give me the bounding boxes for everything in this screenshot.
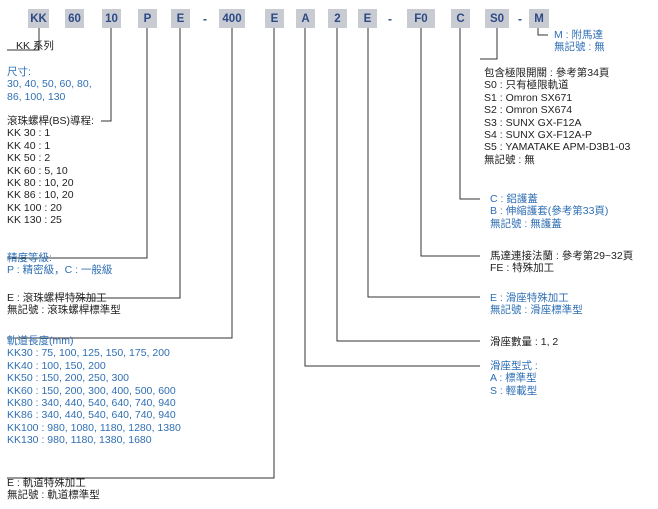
label-sensor-line: S5 : YAMATAKE APM-D3B1-03 (484, 141, 631, 154)
label-sensor-line: S2 : Omron SX674 (484, 104, 573, 117)
leader-rail-length (7, 28, 233, 339)
label-rail-special: E : 軌道特殊加工 無記號 : 軌道標準型 (7, 477, 100, 502)
label-sensor-line: S3 : SUNX GX-F12A (484, 116, 582, 129)
label-sensor: 包含極限開關 : 參考第34頁 S0 : 只有極限軌道 S1 : Omron S… (484, 67, 630, 166)
leader-precision (7, 28, 148, 259)
label-precision: 精度等級: P : 精密級，C : 一般級 (7, 252, 112, 277)
label-rail-length-line: KK86 : 340, 440, 540, 640, 740, 940 (7, 409, 176, 422)
label-cover: C : 鋁護蓋 B : 伸縮護套(參考第33頁) 無記號 : 無護蓋 (490, 193, 609, 230)
label-slider-type-line: S : 輕載型 (490, 384, 538, 397)
label-size-line: 30, 40, 50, 60, 80, (7, 78, 92, 91)
label-slider-type-title: 滑座型式 : (490, 360, 538, 372)
label-rail-length-line: KK130 : 980, 1180, 1380, 1680 (7, 434, 152, 447)
code-box-flange: F0 (407, 9, 435, 28)
code-box-rail-special: E (265, 9, 284, 28)
label-precision-title: 精度等級: (7, 252, 52, 264)
label-precision-line: P : 精密級，C : 一般級 (7, 264, 113, 277)
label-sensor-line: 無記號 : 無 (484, 153, 535, 166)
leader-slider-count (336, 28, 480, 342)
leader-lead (101, 28, 112, 122)
code-box-ballscrew-special: E (171, 9, 190, 28)
leader-sensor (480, 28, 498, 60)
code-box-precision: P (138, 9, 157, 28)
code-box-cover: C (451, 9, 470, 28)
label-series: KK 系列 (16, 40, 54, 52)
leader-motor (537, 28, 548, 36)
label-sensor-line: S4 : SUNX GX-F12A-P (484, 128, 592, 141)
label-lead-line: KK 100 : 20 (7, 201, 62, 214)
label-rail-length: 軌道長度(mm) KK30 : 75, 100, 125, 150, 175, … (7, 335, 181, 447)
code-box-slider-special: E (358, 9, 377, 28)
leader-size (7, 28, 40, 51)
code-box-lead: 10 (102, 9, 121, 28)
label-lead-line: KK 86 : 10, 20 (7, 189, 74, 202)
code-box-rail-length: 400 (219, 9, 245, 28)
label-rail-length-line: KK80 : 340, 440, 540, 640, 740, 940 (7, 396, 176, 409)
separator-dash: - (388, 11, 392, 26)
label-slider-count: 滑座數量 : 1, 2 (490, 336, 559, 348)
leader-cover (459, 28, 480, 200)
label-motor: M : 附馬達 無記號 : 無 (554, 29, 605, 54)
leader-ballscrew-special (74, 28, 181, 299)
leader-flange (420, 28, 480, 257)
label-lead-title: 滾珠螺桿(BS)導程: (7, 115, 94, 127)
code-box-slider-type: A (296, 9, 315, 28)
label-lead-line: KK 40 : 1 (7, 139, 51, 152)
label-size-title: 尺寸: (7, 66, 31, 78)
code-box-slider-count: 2 (328, 9, 347, 28)
code-box-series: KK (28, 9, 49, 28)
label-lead: 滾珠螺桿(BS)導程: KK 30 : 1 KK 40 : 1 KK 50 : … (7, 115, 94, 227)
separator-dash: - (518, 11, 522, 26)
code-box-sensor: S0 (485, 9, 509, 28)
label-lead-line: KK 30 : 1 (7, 127, 51, 140)
label-rail-length-line: KK40 : 100, 150, 200 (7, 359, 106, 372)
label-lead-line: KK 130 : 25 (7, 214, 62, 227)
label-size: 尺寸: 30, 40, 50, 60, 80, 86, 100, 130 (7, 66, 92, 103)
label-lead-line: KK 60 : 5, 10 (7, 164, 68, 177)
separator-dash: - (203, 11, 207, 26)
label-slider-special: E : 滑座特殊加工 無記號 : 滑座標準型 (490, 292, 583, 317)
label-rail-length-line: KK100 : 980, 1080, 1180, 1280, 1380 (7, 421, 181, 434)
leader-slider-type (304, 28, 480, 367)
label-rail-length-title: 軌道長度(mm) (7, 335, 74, 347)
label-rail-length-line: KK60 : 150, 200, 300, 400, 500, 600 (7, 384, 176, 397)
leader-slider-special (367, 28, 480, 298)
code-box-size: 60 (65, 9, 84, 28)
label-sensor-line: S0 : 只有極限軌道 (484, 79, 569, 92)
label-slider-type-line: A : 標準型 (490, 372, 537, 385)
label-sensor-title: 包含極限開關 : 參考第34頁 (484, 67, 610, 79)
code-box-motor: M (529, 9, 549, 28)
label-size-line: 86, 100, 130 (7, 90, 66, 103)
label-rail-length-line: KK30 : 75, 100, 125, 150, 175, 200 (7, 347, 170, 360)
label-sensor-line: S1 : Omron SX671 (484, 91, 573, 104)
label-rail-length-line: KK50 : 150, 200, 250, 300 (7, 372, 130, 385)
label-flange: 馬達連接法蘭 : 參考第29~32頁 FE : 特殊加工 (490, 250, 634, 275)
label-lead-line: KK 50 : 2 (7, 152, 51, 165)
label-slider-type: 滑座型式 : A : 標準型 S : 輕載型 (490, 360, 538, 397)
label-lead-line: KK 80 : 10, 20 (7, 176, 74, 189)
leader-rail-special (7, 28, 275, 479)
label-ballscrew-special: E : 滾珠螺桿特殊加工 無記號 : 滾珠螺桿標準型 (7, 292, 121, 317)
